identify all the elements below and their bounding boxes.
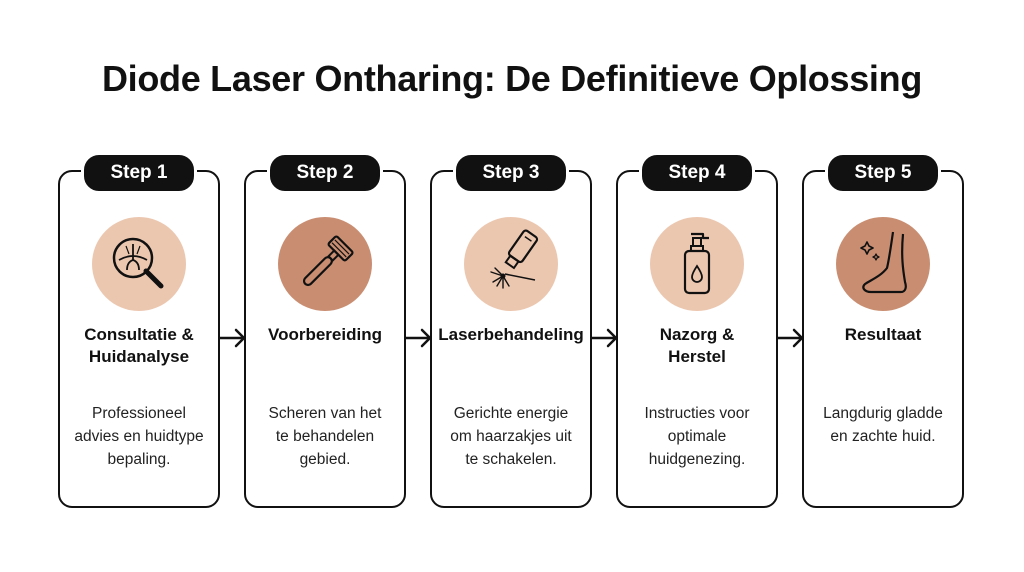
page-title: Diode Laser Ontharing: De Definitieve Op… [101, 58, 923, 99]
step-desc-line: Gerichte energie [453, 405, 569, 422]
step-title-line: Laserbehandeling [438, 325, 584, 344]
step-desc-line: Scheren van het [268, 405, 382, 422]
step-title-line: Resultaat [844, 325, 922, 344]
magnifier-hair-follicle-icon [91, 216, 187, 312]
step-description: Langdurig gladde en zachte huid. [812, 402, 954, 448]
step-title: Laserbehandeling [432, 324, 590, 346]
step-desc-line: te schakelen. [465, 451, 557, 468]
step-badge: Step 4 [639, 152, 755, 194]
step-desc-line: Langdurig gladde [823, 405, 943, 422]
step-desc-line: te behandelen [275, 428, 375, 445]
step-card-4: Step 4 Nazorg & Herstel Instructies voor… [616, 152, 778, 508]
pump-bottle-icon [649, 216, 745, 312]
step-title-line: Herstel [668, 347, 726, 366]
step-badge: Step 5 [825, 152, 941, 194]
step-description: Instructies voor optimale huidgenezing. [626, 402, 768, 471]
step-title: Resultaat [804, 324, 962, 346]
laser-handpiece-icon [463, 216, 559, 312]
step-card-1: Step 1 Consultatie & Huidanalyse Profess… [58, 152, 220, 508]
step-description: Scheren van het te behandelen gebied. [254, 402, 396, 471]
step-title-line: Nazorg & [659, 325, 735, 344]
step-title-line: Voorbereiding [268, 325, 382, 344]
step-badge: Step 1 [81, 152, 197, 194]
razor-icon [277, 216, 373, 312]
step-desc-line: advies en huidtype [74, 428, 204, 445]
step-card-2: Step 2 Voorbereiding Scheren van het te … [244, 152, 406, 508]
step-title: Voorbereiding [246, 324, 404, 346]
step-desc-line: Professioneel [92, 405, 186, 422]
step-desc-line: huidgenezing. [648, 451, 746, 468]
step-desc-line: bepaling. [107, 451, 171, 468]
step-desc-line: en zachte huid. [830, 428, 936, 445]
step-desc-line: optimale [667, 428, 727, 445]
step-desc-line: Instructies voor [644, 405, 750, 422]
step-badge: Step 3 [453, 152, 569, 194]
step-title-line: Huidanalyse [88, 347, 190, 366]
smooth-leg-sparkle-icon [835, 216, 931, 312]
step-card-3: Step 3 Laserbehandeling Gerichte ener [430, 152, 592, 508]
step-desc-line: gebied. [299, 451, 351, 468]
step-card-5: Step 5 Resultaat Langdurig gladde en zac… [802, 152, 964, 508]
step-badge: Step 2 [267, 152, 383, 194]
step-title: Nazorg & Herstel [618, 324, 776, 368]
step-description: Gerichte energie om haarzakjes uit te sc… [440, 402, 582, 471]
step-desc-line: om haarzakjes uit [450, 428, 572, 445]
step-title-line: Consultatie & [84, 325, 194, 344]
step-description: Professioneel advies en huidtype bepalin… [68, 402, 210, 471]
step-title: Consultatie & Huidanalyse [60, 324, 218, 368]
